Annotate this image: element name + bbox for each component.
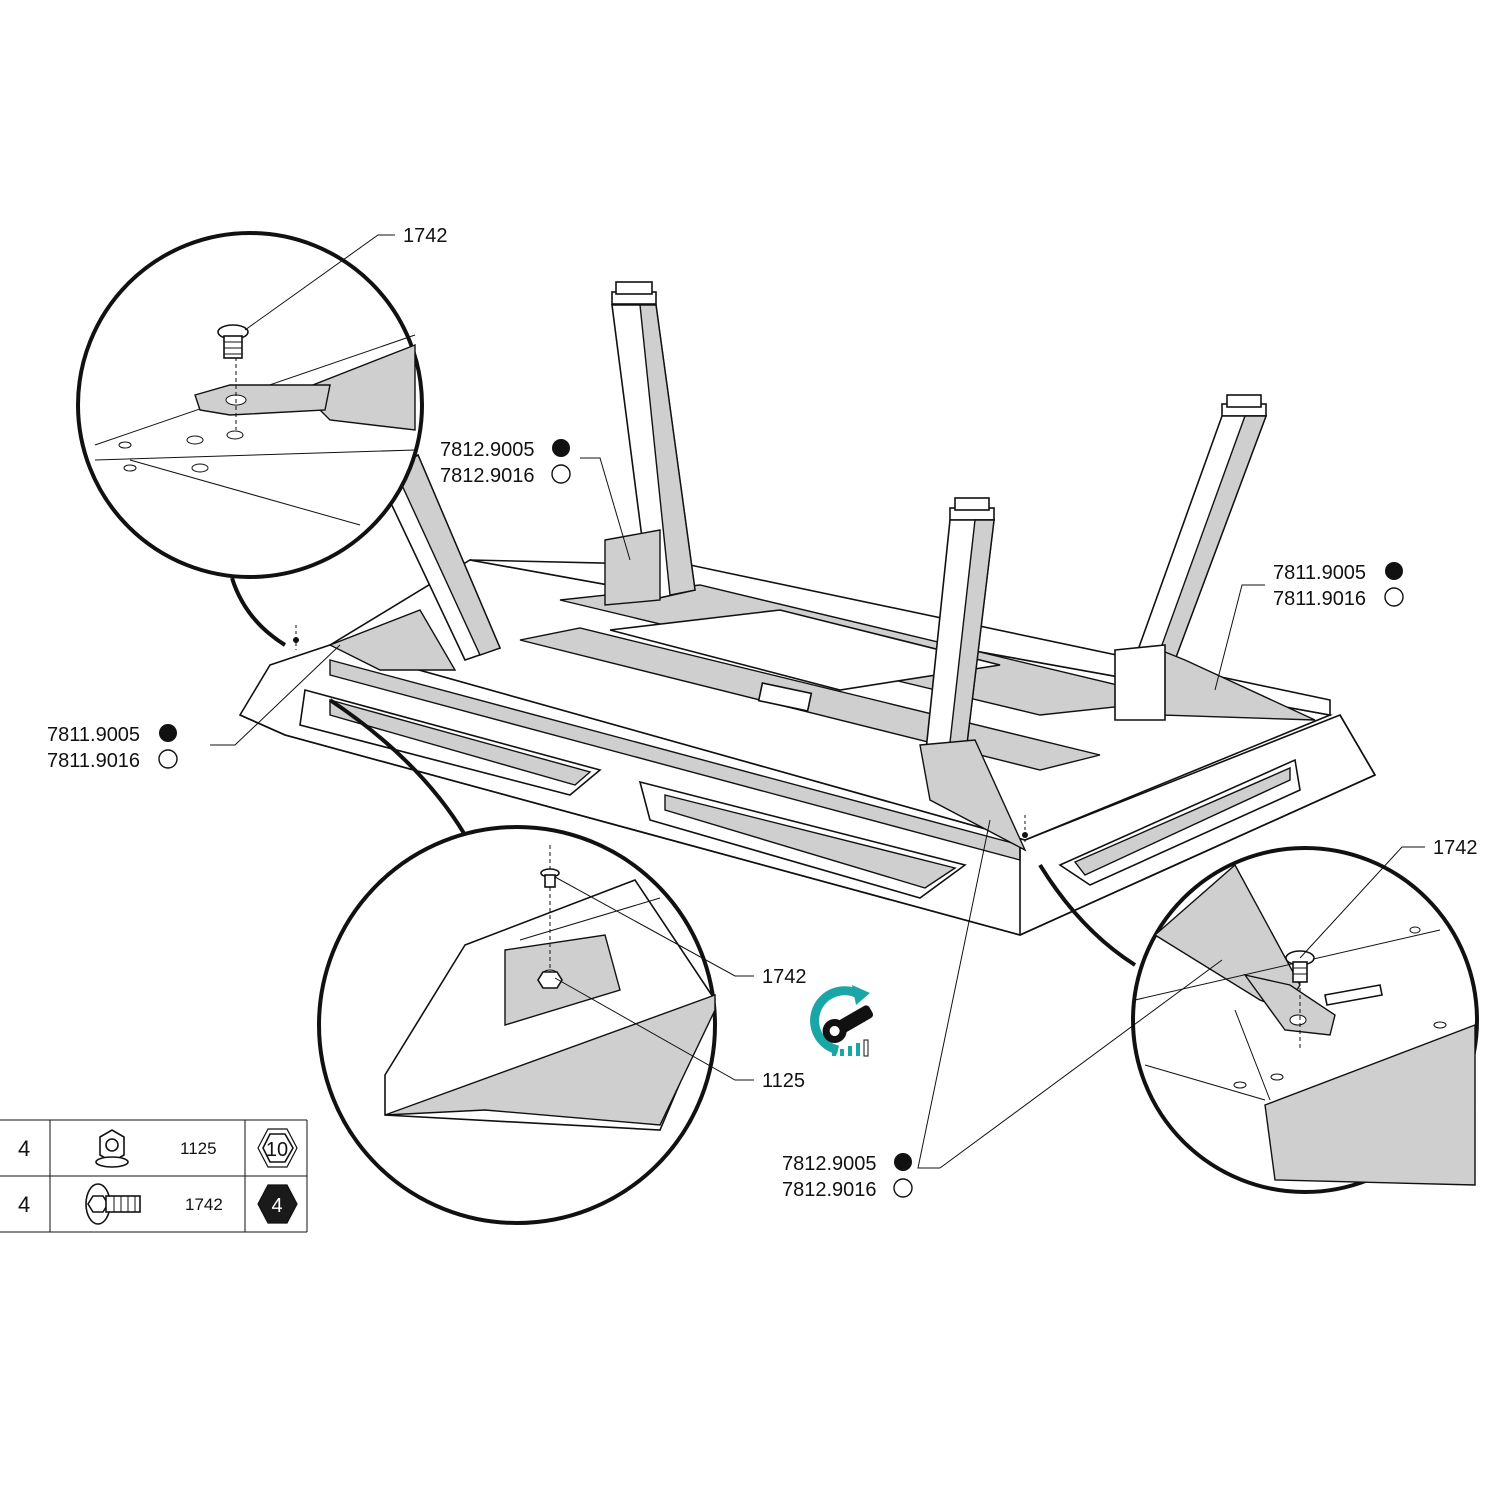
tool-size: 10 — [266, 1139, 288, 1161]
allen-key-size-hex-icon: 4 — [257, 1184, 298, 1224]
white-finish-dot — [551, 464, 571, 484]
parts-row-1125: 4 1125 10 — [18, 1128, 298, 1168]
white-finish-dot — [1384, 587, 1404, 607]
callout-screw-right: 1742 — [1433, 837, 1478, 859]
callout-screw-center-detail: 1742 — [762, 966, 807, 988]
leg-front-center — [919, 497, 1027, 852]
callout-labels: 1742 7811.9005 7811.9016 7812.9005 7812.… — [47, 225, 1478, 1201]
black-finish-dot — [894, 1153, 912, 1171]
callout-leg-rear-black: 7812.9005 — [440, 439, 535, 461]
callout-frame-left-white: 7811.9016 — [47, 750, 140, 772]
parts-row-1742: 4 1742 4 — [18, 1183, 298, 1225]
part-qty: 4 — [18, 1192, 30, 1217]
leg-rear-left — [328, 453, 502, 671]
flange-nut-icon — [95, 1129, 129, 1168]
callout-frame-right-white: 7811.9016 — [1273, 588, 1366, 610]
callout-nut-center-detail: 1125 — [762, 1070, 805, 1092]
tighten-wrench-icon — [810, 985, 874, 1057]
white-finish-dot — [158, 749, 178, 769]
leader-lines — [210, 234, 1425, 1169]
black-finish-dot — [159, 724, 177, 742]
callout-leg-front-white: 7812.9016 — [782, 1179, 877, 1201]
callout-leg-rear-white: 7812.9016 — [440, 465, 535, 487]
detail-circle-top-left — [76, 231, 424, 647]
hex-socket-screw-icon — [540, 868, 560, 888]
table-frame — [238, 559, 1377, 936]
callout-screw-top-left: 1742 — [403, 225, 448, 247]
part-number: 1125 — [180, 1139, 217, 1158]
callout-frame-left-black: 7811.9005 — [47, 724, 140, 746]
hex-socket-screw-icon — [85, 1183, 141, 1225]
hex-socket-screw-icon — [217, 324, 249, 359]
parts-table: 4 1125 10 4 1 — [0, 1119, 308, 1233]
frame-screw-marks — [293, 625, 1028, 845]
callout-leg-front-black: 7812.9005 — [782, 1153, 877, 1175]
leg-front-right — [1114, 394, 1316, 721]
detail-circle-right — [1038, 846, 1479, 1194]
part-number: 1742 — [185, 1195, 223, 1214]
black-finish-dot — [552, 439, 570, 457]
detail-circle-bottom-center — [317, 698, 717, 1225]
leg-rear-center — [604, 281, 696, 606]
flange-nut-icon — [537, 971, 563, 989]
white-finish-dot — [893, 1178, 913, 1198]
part-qty: 4 — [18, 1136, 30, 1161]
black-finish-dot — [1385, 562, 1403, 580]
wrench-size-hex-outline-icon: 10 — [257, 1128, 298, 1168]
callout-frame-right-black: 7811.9005 — [1273, 562, 1366, 584]
tool-size: 4 — [271, 1195, 282, 1217]
